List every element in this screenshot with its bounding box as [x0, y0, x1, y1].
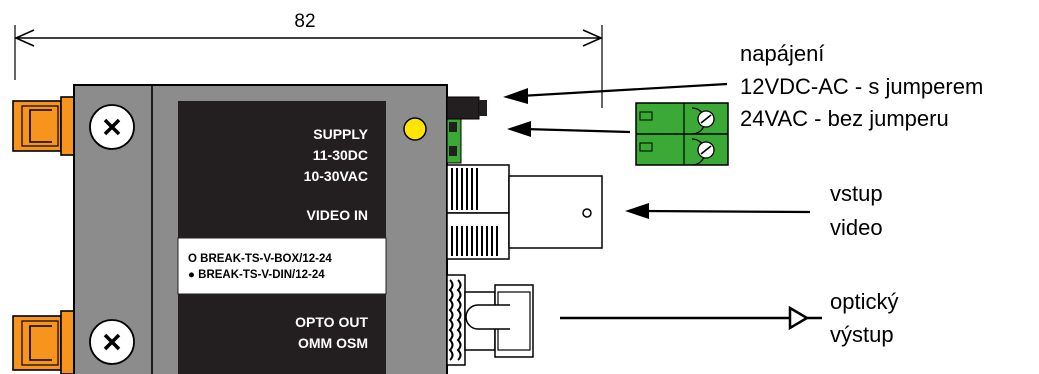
power-callout-jumper: 12VDC-AC - s jumperem	[740, 74, 983, 99]
video-callout-line2: video	[830, 215, 883, 240]
dimension-arrow-right-icon	[582, 29, 603, 47]
variant-box	[177, 237, 387, 295]
arrow-power-terminal	[507, 121, 631, 137]
video-callout-line1: vstup	[830, 181, 883, 206]
arrow-head-icon	[503, 88, 528, 104]
power-led-icon	[403, 117, 427, 141]
optical-callout-line2: výstup	[830, 322, 894, 347]
arrow-power-jack	[503, 82, 728, 104]
video-in-label: VIDEO IN	[307, 207, 368, 223]
screw-top-icon	[89, 104, 135, 150]
variant-box-label: O BREAK-TS-V-BOX/12-24	[188, 253, 332, 265]
device-terminal	[446, 118, 462, 164]
screw-bottom-icon	[89, 319, 135, 365]
supply-ac-label: 10-30VAC	[304, 168, 368, 184]
connector-orange-bottom	[12, 310, 75, 374]
bnc-connector	[446, 164, 603, 260]
dimension-82: 82	[14, 11, 603, 108]
variant-din-label: ● BREAK-TS-V-DIN/12-24	[188, 269, 325, 281]
dimension-arrow-left-icon	[14, 29, 35, 47]
arrow-video	[625, 203, 811, 219]
power-callout-title: napájení	[740, 41, 824, 66]
arrow-head-icon	[507, 121, 531, 137]
connector-orange-top	[12, 96, 75, 156]
optical-connector	[446, 274, 534, 366]
supply-dc-label: 11-30DC	[313, 147, 368, 163]
supply-label: SUPPLY	[313, 126, 368, 142]
optical-callout-line1: optický	[830, 289, 898, 314]
arrow-optical	[560, 305, 822, 331]
arrow-head-icon	[625, 203, 649, 219]
opto-out-label: OPTO OUT	[295, 314, 368, 330]
terminal-block	[635, 102, 729, 166]
power-callout-nojumper: 24VAC - bez jumperu	[740, 106, 949, 131]
dimension-label: 82	[294, 11, 315, 32]
arrow-head-icon	[788, 305, 810, 331]
power-jack	[446, 96, 487, 120]
opto-type-label: OMM OSM	[298, 335, 368, 351]
